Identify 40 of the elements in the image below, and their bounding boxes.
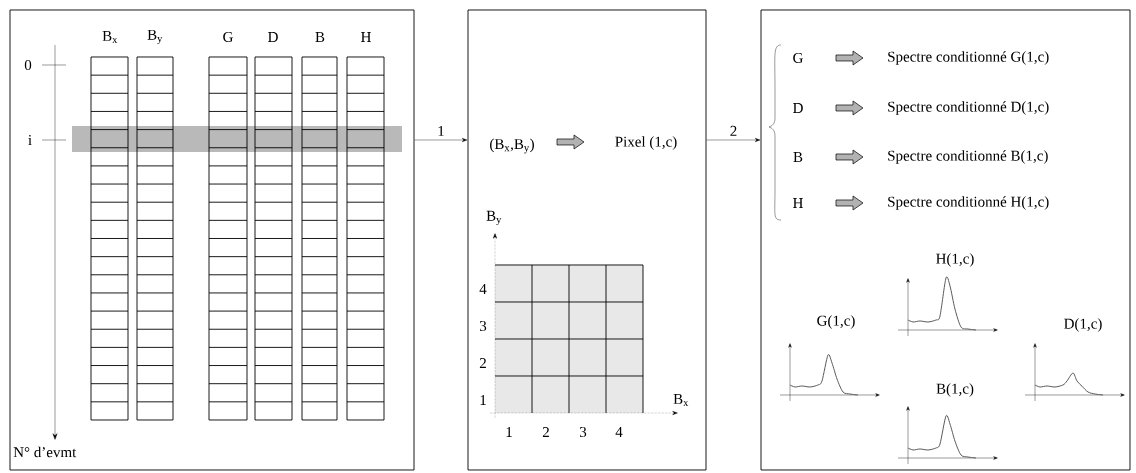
panel-box: [9, 9, 415, 471]
tick-label: 4: [479, 284, 487, 294]
spectrum-text: Spectre conditionné D(1,c): [888, 101, 1049, 115]
spectrum-text: Spectre conditionné H(1,c): [888, 196, 1049, 210]
channel-letter: D: [793, 103, 803, 113]
arrow: [706, 138, 761, 142]
channel-letter: B: [793, 152, 803, 162]
tick-label: 4: [615, 427, 623, 437]
edge-label: 1: [438, 125, 444, 136]
plot-title: G(1,c): [817, 315, 855, 329]
column-header: B: [315, 32, 325, 42]
tick-label: 2: [479, 358, 486, 368]
axis-label: N° d’evmt: [13, 446, 77, 458]
panel-box: [467, 9, 707, 471]
edge-label: 2: [730, 125, 737, 136]
tick-label: i: [28, 135, 32, 145]
panel-box: [760, 9, 1131, 471]
plot-title: H(1,c): [936, 253, 974, 267]
channel-letter: G: [793, 52, 803, 64]
column-header: B$_{y}$: [147, 29, 163, 45]
coordinate-text: (B$_{x}$,B$_{y}$): [490, 138, 534, 154]
column-header: G: [223, 31, 233, 43]
axis-label: B$_{x}$: [673, 394, 689, 406]
plot-title: B(1,c): [936, 383, 974, 397]
spectrum-text: Spectre conditionné G(1,c): [888, 51, 1049, 65]
axis-label: B$_{y}$: [486, 210, 502, 226]
tick-label: 1: [506, 427, 512, 437]
channel-letter: H: [793, 198, 803, 208]
arrow: [414, 138, 468, 142]
pixel-text: Pixel (1,c): [615, 136, 677, 150]
plot-title: D(1,c): [1064, 318, 1102, 332]
column-header: B$_{x}$: [102, 31, 118, 43]
tick-label: 3: [580, 426, 587, 437]
column-header: D: [268, 32, 278, 42]
spectrum-text: Spectre conditionné B(1,c): [888, 150, 1048, 164]
column-header: H: [361, 32, 371, 42]
tick-label: 0: [24, 59, 32, 71]
tick-label: 3: [480, 320, 487, 332]
tick-label: 1: [480, 395, 486, 405]
tick-label: 2: [542, 427, 549, 437]
